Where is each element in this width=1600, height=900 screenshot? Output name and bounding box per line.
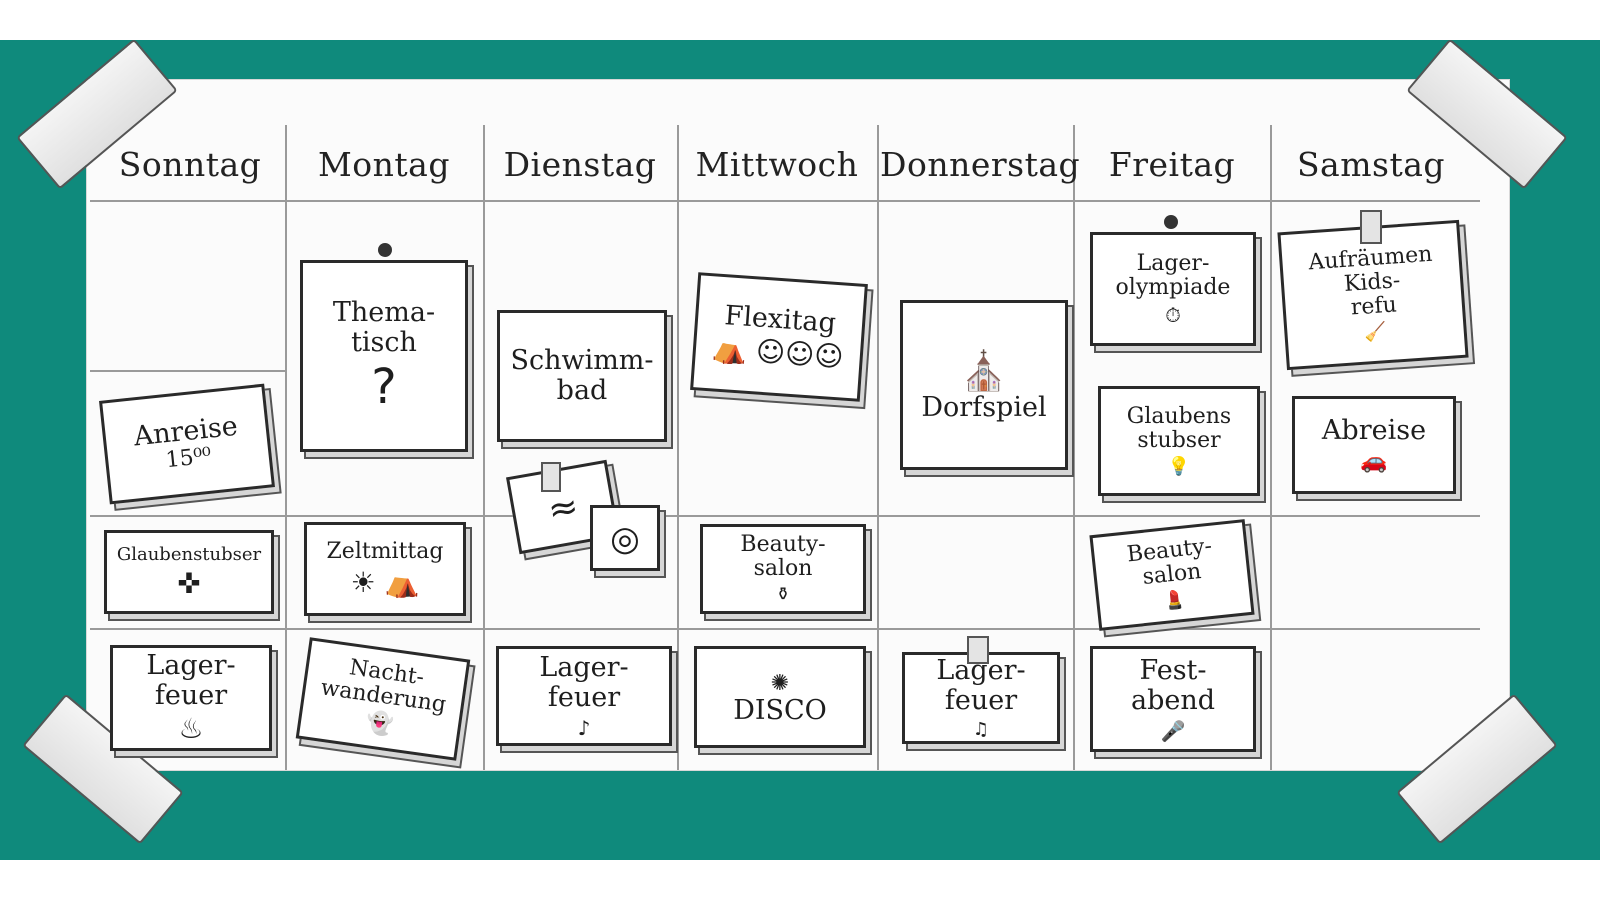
card-title: Flexitag [723,299,837,339]
clip-icon [967,636,989,664]
ghost-icon: 👻 [364,710,395,739]
card-thematisch[interactable]: Thema- tisch ? [300,260,468,452]
card-title: Nacht- wanderung [319,654,448,718]
card-title: Beauty- salon [740,531,826,582]
card-title: Lager- feuer [936,655,1026,717]
lifebuoy-image: ◎ [590,505,660,571]
grid-line [90,628,1480,630]
fire-icon: ♨ [178,712,204,746]
microphone-icon: 🎤 [1160,718,1186,743]
cross-icon: ✜ [177,566,201,600]
card-beautysalon-freitag[interactable]: Beauty- salon 💄 [1089,519,1255,631]
car-icon: 🚗 [1360,448,1388,474]
music-note-icon: ♪ [577,715,591,740]
card-schwimmbad[interactable]: Schwimm- bad [497,310,667,442]
day-dienstag: Dienstag [503,145,657,184]
day-freitag: Freitag [1108,145,1236,184]
card-lagerfeuer-donnerstag[interactable]: Lager- feuer ♫ [902,652,1060,744]
card-glaubensstubser-freitag[interactable]: Glaubens stubser 💡 [1098,386,1260,496]
card-flexitag[interactable]: Flexitag ⛺ ☺☺☺ [690,272,868,402]
pin-icon [1164,215,1178,229]
card-title: DISCO [733,695,827,727]
card-title: Schwimm- bad [510,345,654,406]
grid-line [90,370,285,372]
day-mittwoch: Mittwoch [695,145,859,184]
card-disco[interactable]: ✺ DISCO [694,646,866,748]
card-lagerfeuer-dienstag[interactable]: Lager- feuer ♪ [496,646,672,746]
card-anreise[interactable]: Anreise 15⁰⁰ [99,383,275,505]
disco-ball-icon: ✺ [770,671,790,697]
wave-icon: ≈ [544,485,582,532]
grid-line [285,125,287,770]
card-title: Lager- feuer [146,649,236,711]
tent-kids-icon: ⛺ ☺☺☺ [711,331,845,374]
card-title: Abreise [1321,415,1427,447]
card-title: Aufräumen Kids- refu [1307,241,1434,321]
card-beautysalon-mittwoch[interactable]: Beauty- salon ⚱ [700,524,866,614]
sun-tent-icon: ☀ ⛺ [350,565,420,599]
grid-line [677,125,679,770]
day-montag: Montag [318,145,450,184]
grid-line [1270,125,1272,770]
header-line [90,200,1480,202]
broom-icon: 🧹 [1363,321,1388,345]
lifebuoy-icon: ◎ [610,519,640,560]
card-title: Thema- tisch [332,296,436,358]
grid-line [1073,125,1075,770]
day-sonntag: Sonntag [118,145,262,184]
card-title: Beauty- salon [1125,533,1214,591]
card-title: Dorfspiel [921,392,1047,424]
card-dorfspiel[interactable]: ⛪ Dorfspiel [900,300,1068,470]
card-title: Glaubens stubser [1126,403,1232,454]
grid-line [877,125,879,770]
card-zeltmittag[interactable]: Zeltmittag ☀ ⛺ [304,522,466,616]
card-title: Zeltmittag [326,538,444,564]
grid-line [483,125,485,770]
card-title: Lager- olympiade [1115,250,1231,300]
card-glaubenstubser-sonntag[interactable]: Glaubenstubser ✜ [104,530,274,614]
lipstick-icon: 💄 [1162,589,1187,613]
card-abreise[interactable]: Abreise 🚗 [1292,396,1456,494]
lamp-icon: 💡 [1167,456,1191,478]
stopwatch-icon: ⏱ [1165,303,1181,328]
day-samstag: Samstag [1296,145,1446,184]
clip-icon [1360,210,1382,244]
clip-icon [541,462,561,492]
card-title: Fest- abend [1130,655,1216,716]
pin-icon [378,243,392,257]
card-lagerolympiade[interactable]: Lager- olympiade ⏱ [1090,232,1256,346]
cosmetics-icon: ⚱ [775,584,791,606]
card-lagerfeuer-sonntag[interactable]: Lager- feuer ♨ [110,645,272,751]
village-icon: ⛪ [960,349,1008,394]
grid-line [90,515,1480,517]
card-title: Glaubenstubser [116,543,262,565]
question-mark-icon: ? [371,359,397,416]
card-title: Lager- feuer [539,652,629,713]
songbook-icon: ♫ [972,718,990,740]
card-festabend[interactable]: Fest- abend 🎤 [1090,646,1256,752]
day-donnerstag: Donnerstag [880,145,1081,184]
card-time: 15⁰⁰ [164,443,213,473]
